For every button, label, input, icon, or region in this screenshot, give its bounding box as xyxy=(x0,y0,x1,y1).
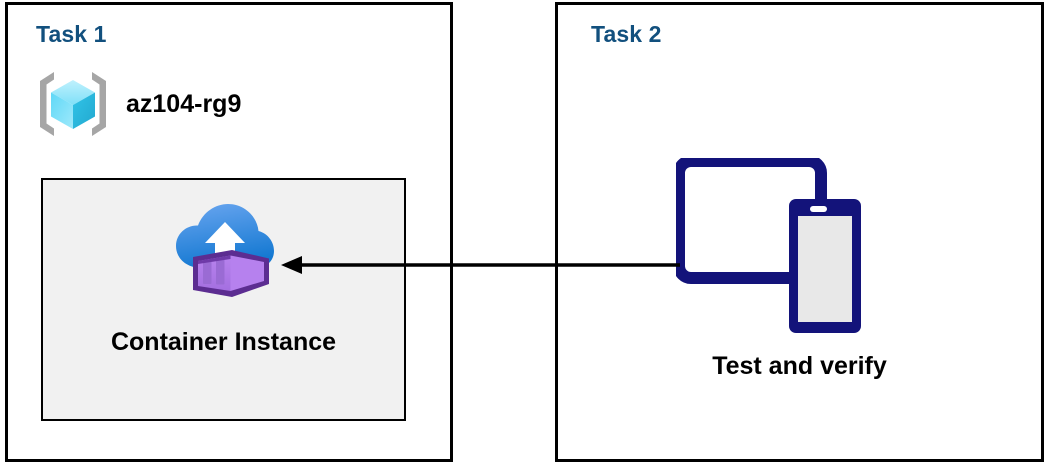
resource-group-label: az104-rg9 xyxy=(126,89,242,118)
panel-title-task-2: Task 2 xyxy=(591,21,662,47)
resource-group-row: az104-rg9 xyxy=(36,67,241,141)
container-box-shape xyxy=(192,250,269,297)
panel-title-task-1: Task 1 xyxy=(36,21,107,47)
phone-icon xyxy=(789,199,861,333)
test-and-verify-label: Test and verify xyxy=(712,352,887,380)
panel-task-1: Task 1 xyxy=(5,2,453,462)
container-instance-box: Container Instance xyxy=(41,178,406,421)
devices-tablet-phone-icon xyxy=(676,158,861,333)
resource-group-icon xyxy=(40,72,106,136)
bracket-right-icon xyxy=(92,72,106,136)
container-instance-icon xyxy=(175,204,274,297)
container-instance-label: Container Instance xyxy=(110,328,337,356)
bracket-left-icon xyxy=(40,72,54,136)
